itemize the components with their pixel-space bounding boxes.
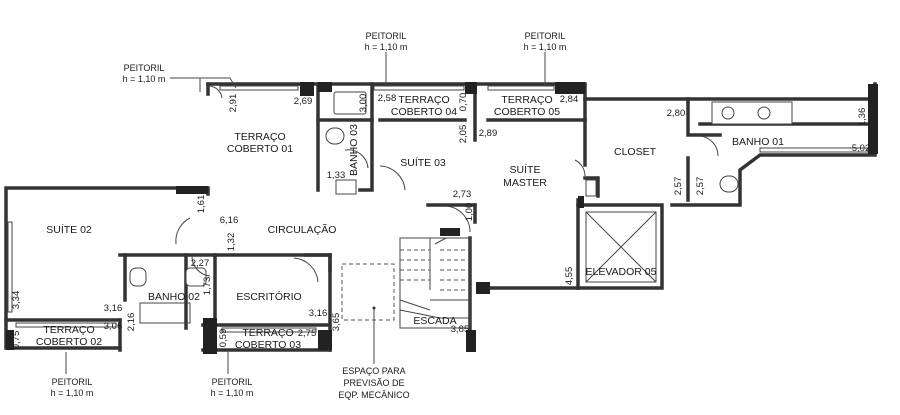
dim-2-05: 2,05 — [458, 125, 469, 144]
label-terraco-coberto-01-a: TERRAÇO — [234, 131, 285, 143]
door-swings — [175, 85, 719, 283]
staircase — [399, 237, 471, 329]
dim-0-75: 0,75 — [11, 331, 22, 350]
label-suite-master-a: SUÍTE — [510, 163, 541, 176]
dim-3-06: 3,06 — [104, 321, 123, 332]
peitoril-2-label: PEITORIL — [366, 31, 407, 41]
label-suite-02: SUÍTE 02 — [46, 223, 92, 236]
label-banho-03: BANHO 03 — [348, 124, 360, 176]
dim-2-27: 2,27 — [191, 258, 210, 269]
dim-1-61: 1,61 — [196, 195, 207, 214]
dimension-labels: 2,91 2,69 3,00 2,58 0,70 2,84 2,05 2,89 … — [11, 93, 870, 350]
label-terraco-coberto-04-a: TERRAÇO — [398, 94, 449, 106]
annotations: PEITORIL h = 1,10 m PEITORIL h = 1,10 m … — [51, 31, 567, 400]
label-terraco-coberto-03-b: COBERTO 03 — [235, 339, 301, 351]
label-terraco-coberto-01-b: COBERTO 01 — [227, 143, 293, 155]
dim-1-73: 1,73 — [202, 277, 213, 296]
dim-1-32: 1,32 — [226, 233, 237, 252]
label-elevador-05: ELEVADOR 05 — [585, 266, 656, 278]
dim-2-80: 2,80 — [667, 108, 686, 119]
label-terraco-coberto-05-b: COBERTO 05 — [494, 106, 560, 118]
peitoril-2-height: h = 1,10 m — [365, 42, 408, 52]
dim-2-84: 2,84 — [560, 94, 579, 105]
peitoril-3-height: h = 1,10 m — [524, 42, 567, 52]
windows — [7, 85, 869, 333]
dim-3-34: 3,34 — [11, 291, 22, 310]
dim-2-75: 2,75 — [298, 328, 317, 339]
dim-0-59: 0,59 — [218, 329, 229, 348]
dim-1-00: 1,00 — [464, 203, 475, 222]
dim-4-55: 4,55 — [564, 267, 575, 286]
peitoril-1-height: h = 1,10 m — [123, 74, 166, 84]
dim-2-69: 2,69 — [294, 96, 313, 107]
label-terraco-coberto-04-b: COBERTO 04 — [391, 106, 457, 118]
label-terraco-coberto-03-a: TERRAÇO — [242, 327, 293, 339]
dim-2-73: 2,73 — [453, 189, 472, 200]
dim-3-16-a: 3,16 — [104, 303, 123, 314]
fixtures — [129, 91, 793, 324]
peitoril-5-height: h = 1,10 m — [211, 388, 254, 398]
dim-1-33: 1,33 — [327, 170, 346, 181]
room-labels: TERRAÇO COBERTO 01 BANHO 03 TERRAÇO COBE… — [36, 94, 784, 351]
label-terraco-coberto-02-b: COBERTO 02 — [36, 336, 102, 348]
dim-2-57-a: 2,57 — [673, 177, 684, 196]
label-suite-master-b: MASTER — [503, 177, 547, 189]
label-circulacao: CIRCULAÇÃO — [268, 223, 337, 236]
label-escada: ESCADA — [413, 315, 456, 327]
dim-2-57-b: 2,57 — [695, 177, 706, 196]
peitoril-1-label: PEITORIL — [124, 63, 165, 73]
dim-1-36: 1,36 — [857, 108, 868, 127]
peitoril-4-label: PEITORIL — [52, 377, 93, 387]
espaco-line-2: PREVISÃO DE — [343, 378, 404, 388]
label-banho-01: BANHO 01 — [732, 136, 784, 148]
peitoril-3-label: PEITORIL — [525, 31, 566, 41]
peitoril-5-label: PEITORIL — [212, 377, 253, 387]
label-suite-03: SUÍTE 03 — [400, 156, 446, 169]
dim-3-16-b: 3,16 — [309, 308, 328, 319]
dim-2-89: 2,89 — [479, 128, 498, 139]
dim-2-58: 2,58 — [378, 93, 397, 104]
dim-2-91: 2,91 — [228, 94, 239, 113]
espaco-line-1: ESPAÇO PARA — [342, 366, 405, 376]
dim-3-85: 3,85 — [451, 324, 470, 335]
dim-5-02: 5,02 — [852, 143, 871, 154]
equipment-space-outline — [341, 263, 395, 321]
dim-6-16: 6,16 — [220, 215, 239, 226]
label-terraco-coberto-02-a: TERRAÇO — [43, 324, 94, 336]
dim-0-70: 0,70 — [458, 93, 469, 112]
wall-blocks — [6, 82, 878, 354]
elevator-shaft — [585, 211, 657, 283]
label-banho-02: BANHO 02 — [148, 291, 200, 303]
label-closet: CLOSET — [614, 146, 657, 158]
label-escritorio: ESCRITÓRIO — [236, 290, 301, 303]
dim-3-00: 3,00 — [358, 94, 369, 113]
label-terraco-coberto-05-a: TERRAÇO — [501, 94, 552, 106]
leader-lines — [65, 52, 546, 374]
espaco-line-3: EQP. MECÂNICO — [338, 390, 409, 400]
dim-2-16: 2,16 — [126, 313, 137, 332]
dim-3-65: 3,65 — [331, 313, 342, 332]
peitoril-4-height: h = 1,10 m — [51, 388, 94, 398]
